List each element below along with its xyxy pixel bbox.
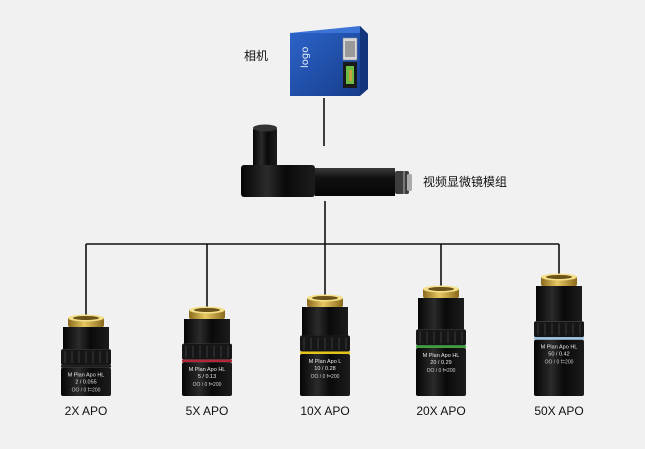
lens-color-ring: [300, 351, 350, 354]
lens-spec-line-1: M Plan Apo HL: [189, 367, 226, 373]
lens-upper-body: [302, 307, 348, 336]
lens-upper-body: [63, 327, 109, 350]
lens-spec-line-1: M Plan Apo HL: [68, 373, 105, 379]
objective-label-1: 2X APO: [64, 404, 108, 418]
camera-label: 相机: [244, 49, 269, 63]
lens-spec-line-1: M Plan Apo HL: [423, 353, 460, 359]
lens-spec-line-3: OO / 0 f=200: [311, 374, 340, 380]
lens-lower-body: [182, 362, 232, 396]
objective-lens-1: M Plan Apo HL2 / 0.055 OO / 0 f=200: [61, 314, 111, 396]
camera-image: logo: [290, 26, 368, 96]
lens-lower-body: [416, 347, 466, 396]
microscope-module-image: [241, 124, 412, 197]
lens-aperture: [194, 308, 220, 312]
lens-spec-line-2: 20 / 0.29: [430, 360, 451, 366]
lens-spec-line-3: OO / 0 f=200: [427, 368, 456, 374]
lens-upper-body: [418, 298, 464, 330]
lens-upper-body: [536, 286, 582, 322]
lens-color-ring: [416, 345, 466, 348]
lens-aperture: [73, 316, 99, 320]
lens-spec-line-3: OO / 0 f=200: [545, 360, 574, 366]
lens-spec-line-2: 50 / 0.42: [548, 352, 569, 358]
lens-lower-body: [534, 339, 584, 396]
lens-spec-line-3: OO / 0 f=200: [193, 382, 222, 388]
objective-label-5: 50X APO: [534, 404, 584, 418]
lens-spec-line-3: OO / 0 f=200: [72, 388, 101, 394]
lens-spec-line-1: M Plan Apo L: [309, 359, 342, 365]
lens-upper-body: [184, 319, 230, 344]
lens-spec-line-2: 5 / 0.13: [198, 374, 216, 380]
lens-color-ring: [182, 359, 232, 363]
lens-lower-body: [61, 367, 111, 396]
lens-aperture: [312, 296, 338, 300]
lens-spec-line-2: 10 / 0.28: [314, 366, 335, 372]
lens-aperture: [546, 275, 572, 279]
objective-lens-3: M Plan Apo L10 / 0.28 OO / 0 f=200: [300, 294, 350, 396]
objective-label-3: 10X APO: [300, 404, 350, 418]
lens-lower-body: [300, 353, 350, 396]
lens-spec-line-2: 2 / 0.055: [75, 380, 96, 386]
lens-color-ring: [534, 337, 584, 340]
microscope-module-label: 视频显微镜模组: [423, 175, 508, 189]
connector-lines: [85, 98, 560, 317]
lens-spec-line-1: M Plan Apo HL: [541, 345, 578, 351]
objective-label-4: 20X APO: [416, 404, 466, 418]
lens-aperture: [428, 287, 454, 291]
objective-label-2: 5X APO: [185, 404, 229, 418]
objective-lens-2: M Plan Apo HL5 / 0.13 OO / 0 f=200: [182, 306, 232, 396]
svg-text:logo: logo: [300, 47, 311, 68]
lens-color-ring: [61, 365, 111, 368]
